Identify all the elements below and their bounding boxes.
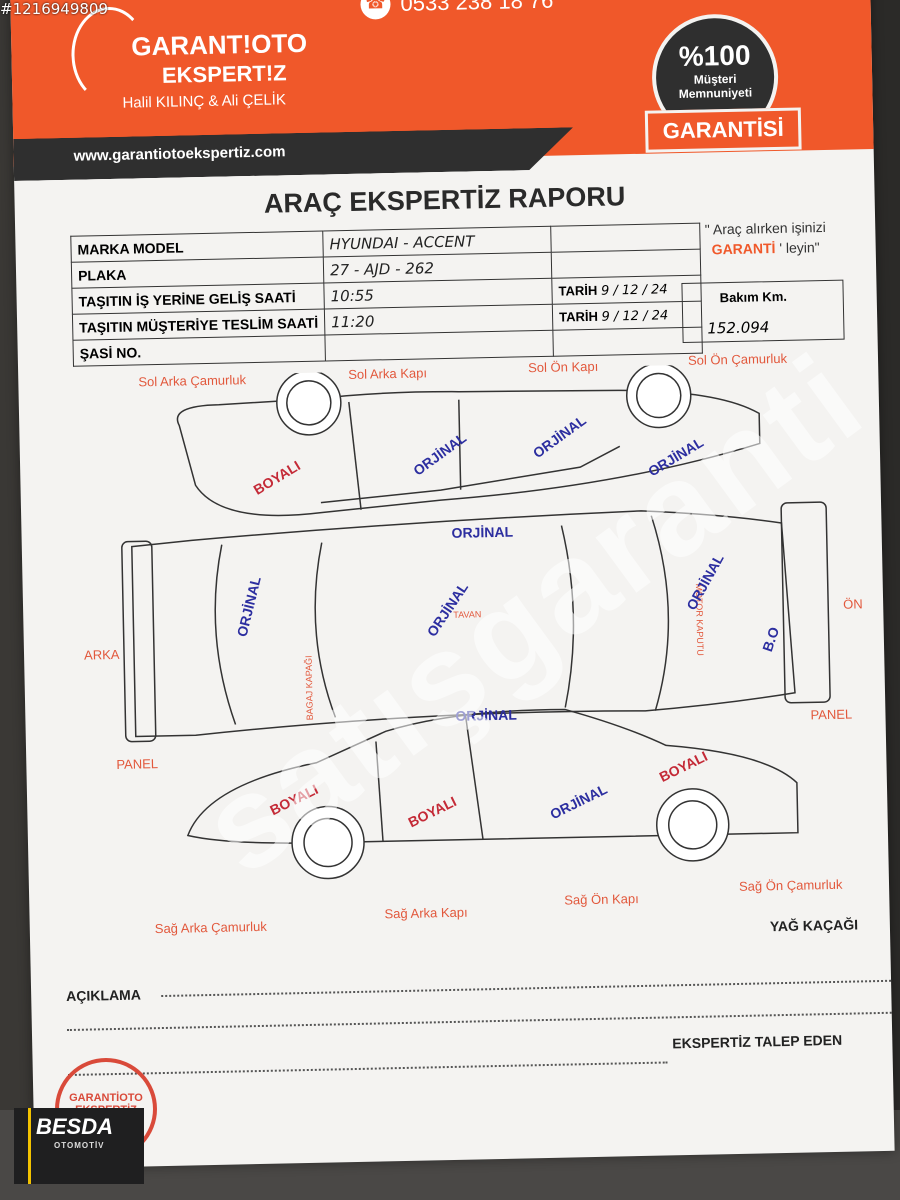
dealer-sub: OTOMOTİV bbox=[54, 1141, 105, 1150]
phone-number: 0533 238 18 76 bbox=[400, 0, 554, 16]
yag-kacagi-label: YAĞ KAÇAĞI bbox=[769, 916, 859, 935]
aciklama-label: AÇIKLAMA bbox=[66, 986, 142, 1005]
website-url: www.garantiotoekspertiz.com bbox=[73, 143, 286, 165]
tarih2-label: TARİH bbox=[558, 308, 599, 325]
aciklama-line-1 bbox=[161, 978, 892, 998]
guarantee-ribbon: GARANTİSİ bbox=[644, 107, 802, 153]
slogan-post: ' leyin" bbox=[779, 239, 820, 256]
aciklama-line-2 bbox=[66, 1010, 892, 1032]
brand-owners: Halil KILINÇ & Ali ÇELİK bbox=[122, 91, 287, 112]
tarih1-value: 9 / 12 / 24 bbox=[600, 281, 668, 299]
report-paper: GARANT!OTO EKSPERT!Z Halil KILINÇ & Ali … bbox=[10, 0, 895, 1169]
tarih2-value: 9 / 12 / 24 bbox=[601, 307, 669, 325]
wheel-front-left bbox=[625, 362, 692, 429]
label-on: ÖN bbox=[843, 596, 863, 612]
seal-line2: Memnuniyeti bbox=[678, 85, 753, 102]
wheel-rear-left bbox=[276, 370, 342, 436]
label-sag-arka-kapi: Sağ Arka Kapı bbox=[384, 904, 468, 922]
brand-line2: EKSPERT!Z bbox=[161, 60, 287, 88]
dealer-logo: BESDA OTOMOTİV bbox=[14, 1108, 144, 1184]
wheel-rear-right bbox=[291, 805, 365, 880]
label-sag-on-camurluk: Sağ Ön Çamurluk bbox=[738, 876, 843, 894]
car-top-view bbox=[121, 501, 831, 743]
label-sag-on-kapi: Sağ Ön Kapı bbox=[564, 891, 639, 908]
aciklama-line-3 bbox=[67, 1060, 668, 1077]
label-arka: ARKA bbox=[83, 646, 120, 663]
talep-eden-label: EKSPERTİZ TALEP EDEN bbox=[672, 1031, 843, 1052]
slogan-highlight: GARANTİ bbox=[711, 240, 776, 258]
report-title: ARAÇ EKSPERTİZ RAPORU bbox=[263, 181, 626, 219]
seal-percent: %100 bbox=[678, 39, 751, 73]
label-panel-front: PANEL bbox=[810, 706, 853, 723]
phone-icon: ☎ bbox=[360, 0, 391, 20]
label-panel-rear: PANEL bbox=[116, 756, 159, 772]
listing-id: #1216949809 bbox=[0, 0, 109, 18]
tarih1-label: TARİH bbox=[558, 282, 598, 299]
car-right-side bbox=[186, 708, 799, 844]
mark-left-sill: ORJİNAL bbox=[451, 523, 514, 541]
sasi-value bbox=[324, 330, 554, 361]
slogan-pre: " Araç alırken işinizi bbox=[704, 218, 826, 238]
wheel-front-right bbox=[655, 788, 730, 862]
label-sag-arka-camurluk: Sağ Arka Çamurluk bbox=[154, 918, 267, 937]
bakim-value: 152.094 bbox=[707, 318, 770, 338]
dealer-name: BESDA bbox=[36, 1114, 114, 1139]
sasi-label: ŞASİ NO. bbox=[72, 334, 326, 367]
dealer-logo-bar bbox=[28, 1108, 31, 1184]
brand-line1: GARANT!OTO bbox=[131, 27, 308, 62]
vehicle-info-table: MARKA MODEL HYUNDAI - ACCENT PLAKA 27 - … bbox=[70, 223, 703, 367]
slogan: " Araç alırken işinizi GARANTİ ' leyin" bbox=[680, 216, 851, 260]
bakim-label: Bakım Km. bbox=[719, 288, 788, 306]
